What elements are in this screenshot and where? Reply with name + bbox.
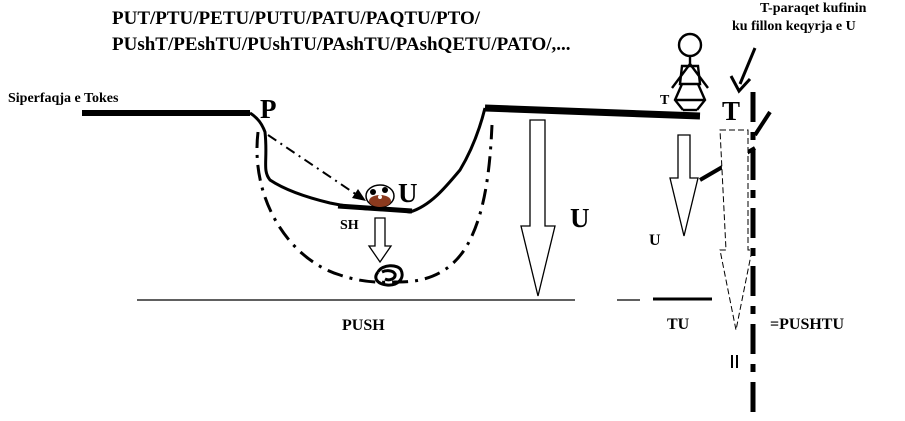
nest-object [365,184,395,208]
annotation-line-2: ku fillon keqyrja e U [732,19,856,34]
boundary-tick [753,110,772,137]
t-small-label: T [660,93,670,108]
ground-surface-right [484,104,701,120]
u-big-label: U [570,203,590,233]
sh-label: SH [340,218,359,233]
arrow-tail-marks [731,355,738,368]
p-label: P [260,94,277,124]
p-to-u-arrow-head [352,189,366,201]
deep-object [374,264,404,287]
annotation-line-1: T-paraqet kufinin [760,1,867,16]
surface-label: Siperfaqja e Tokes [8,91,119,106]
title-line-1: PUT/PTU/PETU/PUTU/PATU/PAQTU/PTO/ [112,8,481,29]
extended-pit-curve [255,124,494,284]
u-center-label: U [398,178,418,208]
tu-label: TU [667,316,690,333]
big-down-arrow [520,119,556,297]
u-small-label: U [649,232,661,249]
pushtu-label: =PUSHTU [770,316,845,333]
t-big-label: T [722,96,741,126]
pit-bottom [337,203,413,214]
t-down-arrow [669,134,699,237]
title-line-2: PUshT/PEshTU/PUshTU/PAshTU/PAshQETU/PATO… [112,34,571,55]
long-down-arrow [719,129,753,331]
p-to-u-arrow-line [267,134,361,198]
observer-figure [671,32,709,112]
sh-down-arrow [367,217,393,264]
push-label: PUSH [342,317,385,334]
annotation-arrow-head [729,75,752,94]
annotation-arrow-line [738,47,757,85]
